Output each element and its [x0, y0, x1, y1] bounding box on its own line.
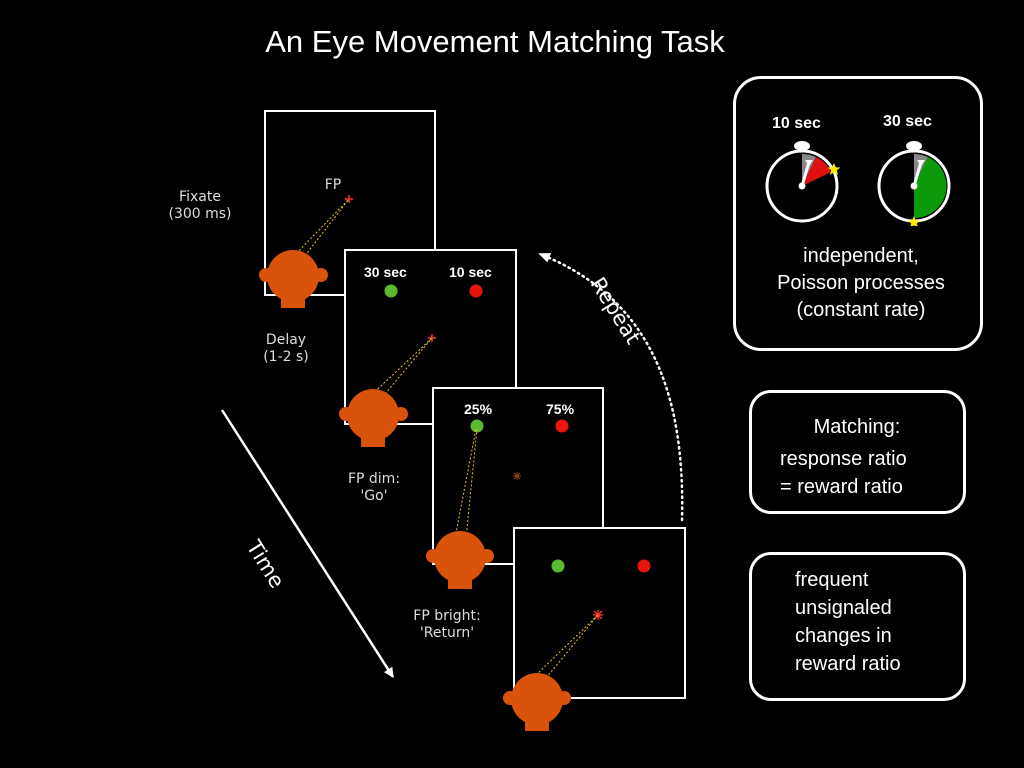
- go-text: 'Go': [360, 488, 388, 504]
- clock-box: 10 sec 30 sec: [733, 76, 983, 351]
- head-2: [339, 389, 408, 447]
- delay-duration: (1-2 s): [263, 349, 309, 365]
- delay-label: Delay (1-2 s): [246, 332, 326, 366]
- gaze-lines-1: [287, 198, 350, 263]
- time-arrow: [220, 409, 395, 678]
- clock-box-text: independent, Poisson processes (constant…: [736, 243, 986, 324]
- fixation-point-3-dim: [513, 472, 521, 480]
- changes-line2: unsignaled: [795, 597, 892, 619]
- gaze-lines-4: [532, 614, 599, 679]
- panel2-graphics: [339, 284, 483, 447]
- return-text: 'Return': [419, 625, 475, 641]
- left-clock-red-sector: [802, 157, 831, 186]
- green-target-4: [551, 559, 565, 573]
- slide-title: An Eye Movement Matching Task: [265, 24, 725, 59]
- matching-line1: Matching:: [813, 416, 901, 438]
- left-clock: [765, 141, 841, 223]
- delay-text: Delay: [265, 332, 307, 348]
- gaze-lines-3: [454, 428, 478, 539]
- changes-box: frequent unsignaled changes in reward ra…: [749, 552, 966, 701]
- red-target-4: [637, 559, 651, 573]
- right-clock-star-icon: [907, 216, 921, 226]
- right-clock-hand: [912, 161, 923, 187]
- fp-dim-label: FP dim: 'Go': [334, 471, 414, 505]
- clocks: [765, 141, 951, 226]
- green-target-3: [470, 419, 484, 433]
- red-target-3: [555, 419, 569, 433]
- matching-box: Matching: response ratio = reward ratio: [749, 390, 966, 514]
- matching-line2: response ratio: [780, 448, 907, 470]
- red-target-2: [469, 284, 483, 298]
- right-clock-knob: [906, 141, 922, 151]
- right-clock-label: 30 sec: [883, 113, 932, 130]
- changes-line3: changes in: [795, 625, 892, 647]
- panel3-right-label: 75%: [546, 401, 575, 417]
- panel2-right-label: 10 sec: [449, 264, 492, 280]
- matching-line3: = reward ratio: [780, 476, 903, 498]
- right-clock: [877, 141, 951, 226]
- panel2-left-label: 30 sec: [364, 264, 407, 280]
- panel3-left-label: 25%: [464, 401, 493, 417]
- left-clock-hand: [800, 161, 811, 187]
- fixate-duration: (300 ms): [168, 206, 232, 222]
- fp-label: FP: [324, 177, 342, 193]
- fixate-label: Fixate (300 ms): [160, 189, 240, 223]
- head-1: [259, 250, 328, 308]
- panel3-graphics: [426, 419, 569, 589]
- changes-line4: reward ratio: [795, 653, 901, 675]
- green-target-2: [384, 284, 398, 298]
- changes-line1: frequent: [795, 569, 869, 591]
- panel4-graphics: [503, 559, 651, 731]
- fp-dim-text: FP dim:: [347, 471, 401, 487]
- clock-box-line3: (constant rate): [796, 299, 926, 321]
- panel1-graphics: [259, 195, 353, 308]
- right-clock-green-sector: [914, 157, 947, 219]
- head-3: [426, 531, 494, 589]
- left-clock-label: 10 sec: [772, 115, 821, 132]
- head-4: [503, 673, 571, 731]
- fixate-text: Fixate: [179, 189, 221, 205]
- left-clock-knob: [794, 141, 810, 151]
- gaze-lines-2: [365, 337, 433, 401]
- fp-bright-text: FP bright:: [413, 608, 481, 624]
- repeat-arrow: [538, 252, 684, 522]
- changes-text: frequent unsignaled changes in reward ra…: [795, 566, 901, 678]
- clock-box-line1: independent,: [803, 245, 919, 267]
- clock-box-line2: Poisson processes: [777, 272, 945, 294]
- fixation-point-1: [345, 195, 353, 203]
- fp-bright-label: FP bright: 'Return': [402, 608, 492, 642]
- left-clock-star-icon: [827, 163, 841, 175]
